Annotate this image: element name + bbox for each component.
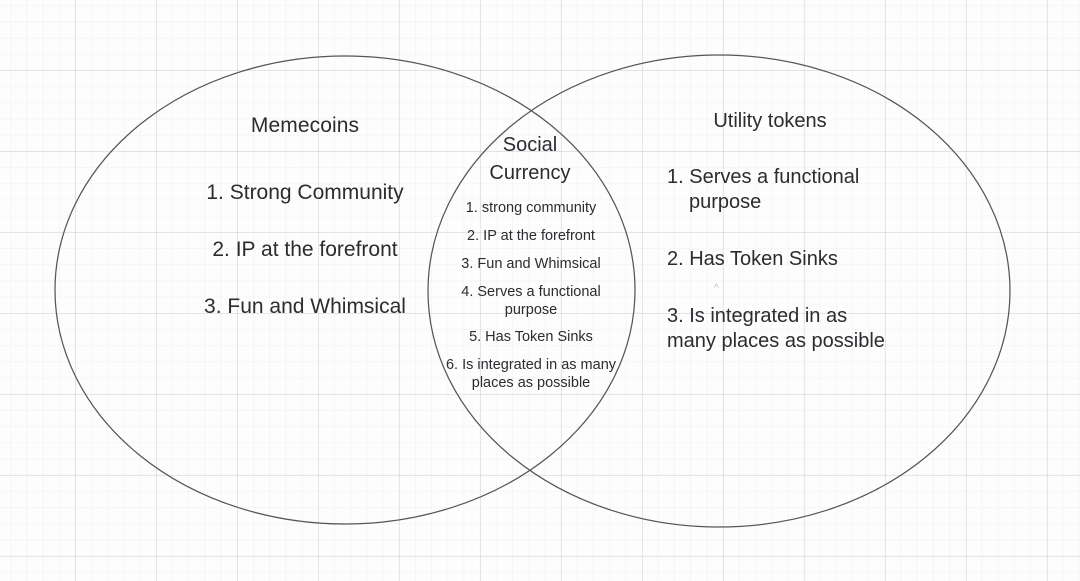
list-item: 3. Fun and Whimsical: [461, 256, 601, 272]
stray-caret-artifact: ^: [714, 283, 719, 294]
list-item: 2. IP at the forefront: [467, 228, 595, 244]
list-item: 1. strong community: [465, 200, 597, 216]
center-lens-title-line2: Currency: [489, 162, 571, 184]
list-item: 2. IP at the forefront: [212, 238, 398, 261]
list-item: 1. Serves a functional purpose: [667, 166, 860, 213]
right-circle-title: Utility tokens: [713, 110, 827, 132]
list-item: 5. Has Token Sinks: [469, 329, 593, 345]
center-lens-title: Social Currency: [455, 131, 605, 187]
center-lens-title-line1: Social: [502, 134, 558, 156]
right-circle-outline: [427, 54, 1011, 528]
list-item: 2. Has Token Sinks: [667, 248, 838, 270]
center-lens-list: 1. strong community 2. IP at the forefro…: [444, 199, 618, 402]
list-item: 6. Is integrated in as many places as po…: [445, 357, 617, 391]
left-circle-outline: [54, 55, 636, 525]
list-item: 3. Fun and Whimsical: [204, 295, 406, 318]
list-item: 3. Is integrated in as many places as po…: [667, 305, 885, 352]
list-item: 4. Serves a functional purpose: [461, 284, 601, 318]
left-circle-list: 1. Strong Community 2. IP at the forefro…: [160, 180, 450, 351]
list-item: 1. Strong Community: [206, 181, 404, 204]
left-circle-title: Memecoins: [250, 114, 360, 137]
right-circle-list: 1. Serves a functional purpose 2. Has To…: [667, 165, 887, 386]
